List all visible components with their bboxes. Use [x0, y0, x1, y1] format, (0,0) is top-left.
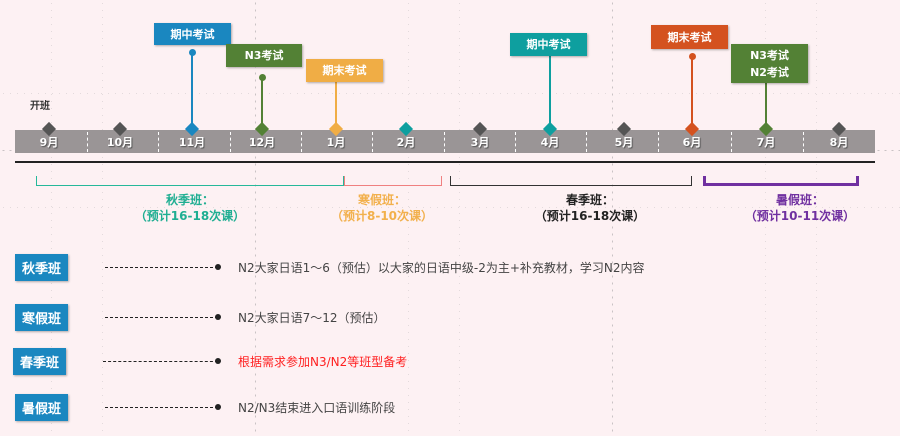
class-description: 根据需求参加N3/N2等班型备考	[238, 355, 408, 369]
class-description: N2大家日语7～12（预估）	[238, 311, 386, 325]
autumn-bracket	[36, 176, 344, 186]
connector-dot-icon	[215, 264, 221, 270]
summer-bracket	[703, 176, 859, 186]
connector-dot-icon	[215, 358, 221, 364]
connector-dot-icon	[215, 314, 221, 320]
month-label: 5月	[614, 136, 634, 149]
event-stem	[691, 56, 693, 124]
event-label: N2考试	[750, 65, 789, 79]
month-label: 9月	[39, 136, 59, 149]
month-divider	[515, 132, 516, 152]
term-winter: 寒假班：（预计8-10次课）	[330, 193, 434, 223]
divider-line	[15, 161, 875, 163]
event-callout: 期末考试	[651, 25, 728, 49]
month-label: 3月	[470, 136, 490, 149]
connector-dot-icon	[215, 404, 221, 410]
month-divider	[230, 132, 231, 152]
connector-line	[103, 361, 218, 362]
month-divider	[731, 132, 732, 152]
spring-bracket	[450, 176, 692, 186]
event-stem	[765, 83, 767, 124]
class-button[interactable]: 暑假班	[15, 394, 68, 421]
class-description: N2大家日语1～6（预估）以大家的日语中级-2为主+补充教材，学习N2内容	[238, 261, 645, 275]
event-label: N3考试	[750, 48, 789, 62]
connector-line	[105, 407, 218, 408]
event-label: 期末考试	[667, 30, 712, 44]
event-label: N3考试	[244, 49, 284, 62]
event-callout: 期中考试	[154, 23, 231, 45]
month-divider	[803, 132, 804, 152]
month-divider	[658, 132, 659, 152]
month-label: 2月	[396, 136, 416, 149]
event-stem	[261, 77, 263, 124]
connector-line	[105, 267, 218, 268]
event-callout: N3考试	[226, 44, 302, 67]
class-button[interactable]: 寒假班	[15, 304, 68, 331]
event-stem	[549, 56, 551, 124]
term-spring: 春季班：（预计16-18次课）	[534, 193, 646, 223]
month-divider	[586, 132, 587, 152]
month-label: 11月	[178, 136, 206, 149]
month-label: 10月	[106, 136, 134, 149]
month-divider	[301, 132, 302, 152]
event-dot-icon	[258, 74, 266, 81]
month-label: 12月	[248, 136, 276, 149]
month-divider	[87, 132, 88, 152]
winter-bracket	[344, 176, 442, 186]
month-divider	[444, 132, 445, 152]
month-label: 7月	[756, 136, 776, 149]
month-divider	[158, 132, 159, 152]
event-callout: N3考试 N2考试	[731, 44, 808, 83]
start-label: 开班	[30, 101, 50, 112]
event-label: 期中考试	[526, 38, 571, 51]
month-label: 6月	[682, 136, 702, 149]
month-label: 4月	[540, 136, 560, 149]
month-divider	[372, 132, 373, 152]
month-label: 8月	[829, 136, 849, 149]
term-summer: 暑假班：（预计10-11次课）	[744, 193, 856, 223]
class-button[interactable]: 秋季班	[15, 254, 68, 281]
class-description: N2/N3结束进入口语训练阶段	[238, 401, 396, 415]
event-stem	[335, 82, 337, 124]
event-dot-icon	[688, 53, 696, 60]
class-button[interactable]: 春季班	[13, 348, 66, 375]
event-label: 期末考试	[322, 64, 367, 77]
event-callout: 期末考试	[306, 59, 383, 82]
connector-line	[105, 317, 218, 318]
term-autumn: 秋季班：（预计16-18次课）	[134, 193, 246, 223]
month-label: 1月	[326, 136, 346, 149]
event-dot-icon	[188, 49, 196, 56]
event-label: 期中考试	[170, 27, 215, 41]
event-callout: 期中考试	[510, 33, 587, 56]
event-stem	[191, 52, 193, 124]
